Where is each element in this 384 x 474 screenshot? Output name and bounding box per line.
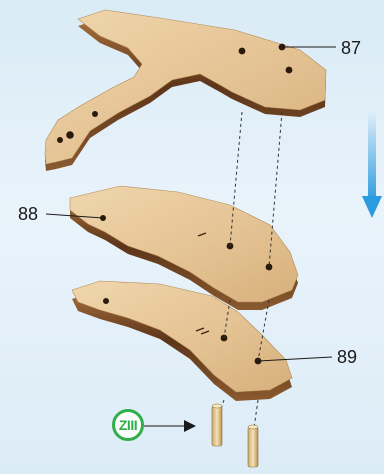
pin-badge-label: ZIII — [119, 417, 137, 433]
pin-badge: ZIII — [112, 409, 144, 441]
part-number-89: 89 — [337, 347, 357, 368]
pin-left — [212, 404, 222, 446]
part-87-panel — [45, 10, 326, 171]
badge-pointer-icon — [184, 420, 196, 432]
part-number-88: 88 — [18, 204, 38, 225]
part-number-87: 87 — [341, 38, 361, 59]
pin-right — [248, 425, 258, 467]
down-arrow-icon — [362, 110, 382, 218]
